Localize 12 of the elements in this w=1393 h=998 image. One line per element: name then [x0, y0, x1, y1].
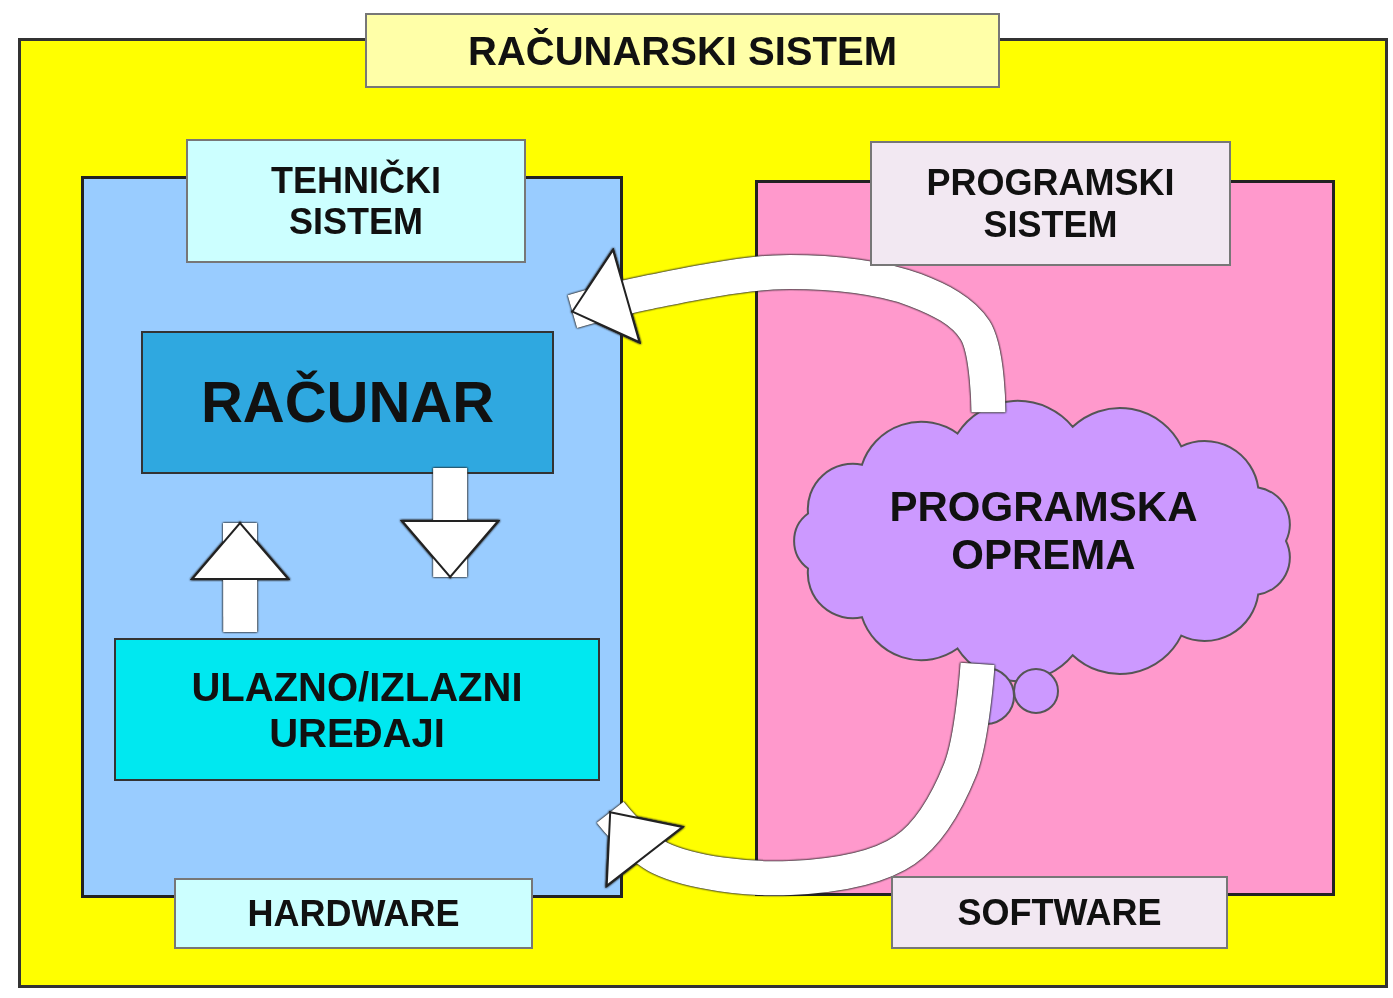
process-box [114, 638, 600, 781]
title-label: RAČUNARSKI SISTEM [365, 13, 1000, 88]
panel-heading: TEHNIČKI SISTEM [186, 139, 526, 263]
panel-footer: HARDWARE [174, 878, 533, 949]
box-label: PROGRAMSKA OPREMA [888, 482, 1199, 580]
box-label: ULAZNO/IZLAZNI UREĐAJI [190, 663, 524, 756]
panel-footer: SOFTWARE [891, 876, 1228, 949]
process-box [141, 331, 554, 474]
box-label: RAČUNAR [200, 369, 495, 436]
panel-heading: PROGRAMSKI SISTEM [870, 141, 1231, 266]
block-arrow [401, 468, 500, 578]
block-arrow [191, 522, 290, 632]
